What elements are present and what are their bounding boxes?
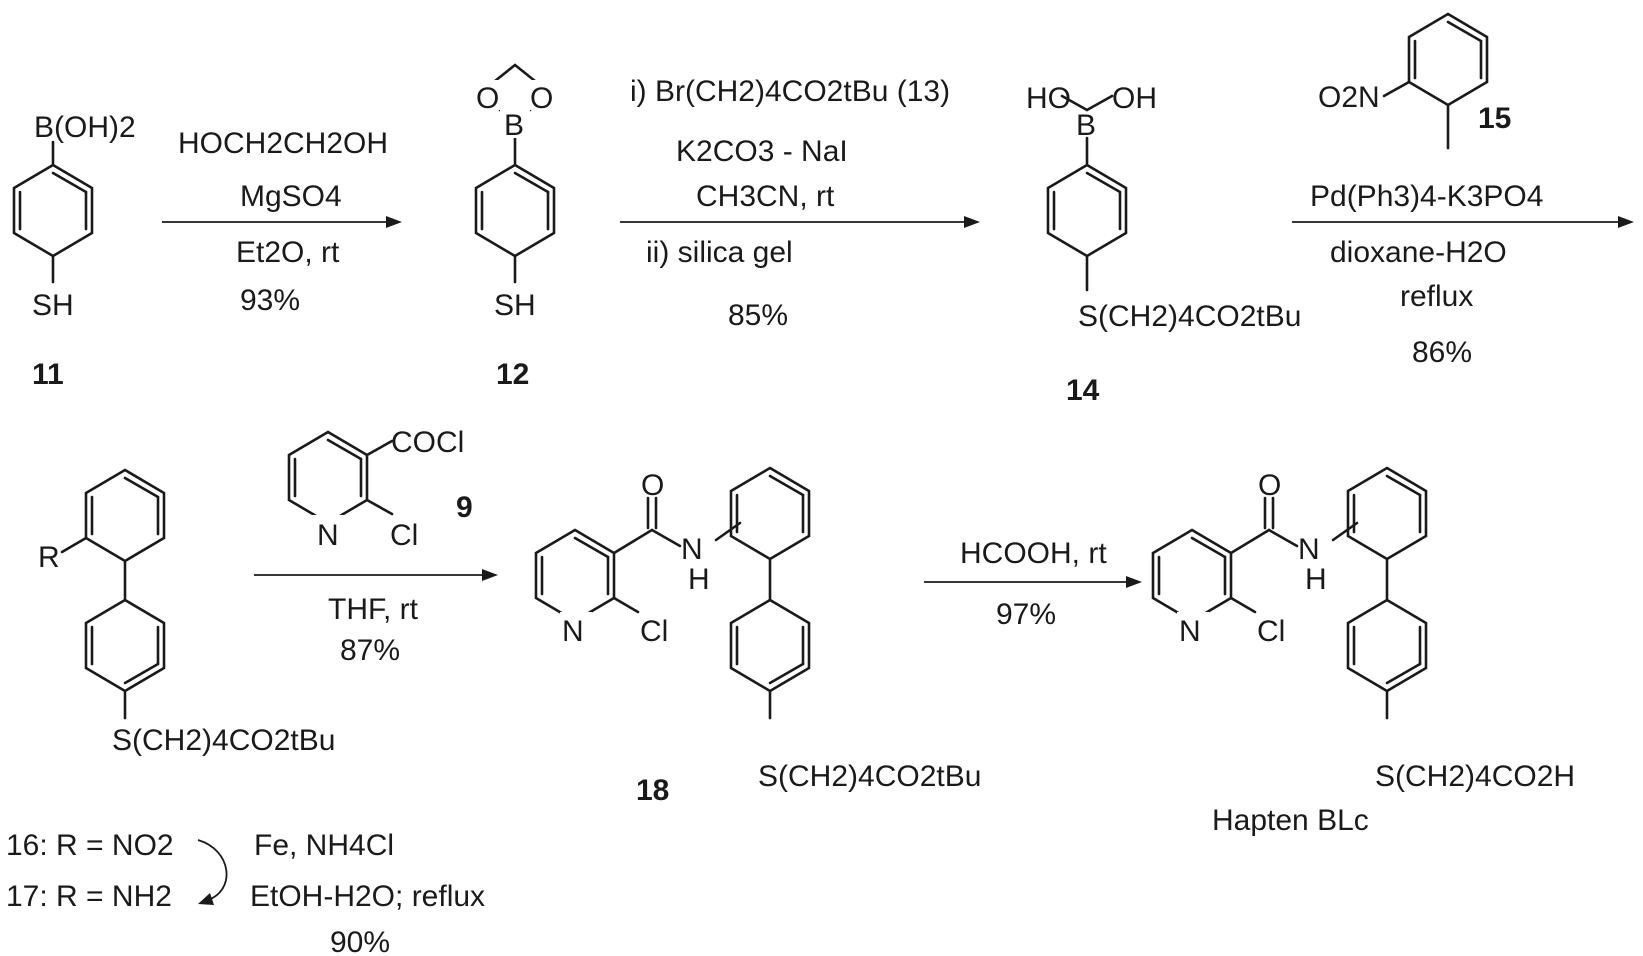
amide-hydrogen: H [1305, 563, 1327, 596]
boronic-hydroxyl-right: OH [1112, 82, 1157, 115]
dioxaborolane-oxygen-right: O [530, 82, 553, 115]
step-1-solvent: Et2O, rt [236, 236, 340, 269]
compound-11-label: 11 [32, 358, 64, 391]
boronic-hydroxyl-left: HO [1026, 82, 1071, 115]
carbonyl-oxygen: O [1258, 469, 1281, 502]
step-3-solvent: dioxane-H2O [1330, 236, 1507, 269]
compound-14: HO OH B S(CH2)4CO2tBu 14 [1026, 82, 1301, 407]
step-6: 16: R = NO2 17: R = NH2 Fe, NH4Cl EtOH-H… [6, 829, 485, 956]
definition-16-number: 16 [6, 829, 39, 862]
step-2: i) Br(CH2)4CO2tBu (13) K2CO3 - NaI CH3CN… [620, 75, 980, 332]
amide-nitrogen: N [681, 533, 703, 566]
thioether-chain: S(CH2)4CO2tBu [1078, 300, 1301, 333]
compound-12-label: 12 [496, 358, 529, 391]
step-4-yield: 87% [340, 634, 400, 667]
compound-18: O N H N Cl S(CH2)4CO2tBu 18 [534, 466, 981, 807]
step-2-solvent: CH3CN, rt [696, 180, 835, 213]
thioether-chain: S(CH2)4CO2tBu [112, 724, 335, 757]
step-1-reagent-2: MgSO4 [240, 180, 342, 213]
boronic-acid-group: B(OH)2 [34, 111, 136, 144]
step-2-reagent-1: i) Br(CH2)4CO2tBu (13) [630, 75, 950, 108]
step-2-yield: 85% [728, 299, 788, 332]
step-4: THF, rt 87% [254, 569, 498, 667]
definition-16: 16: R = NO2 [6, 829, 174, 862]
step-6-solvent: EtOH-H2O; reflux [250, 880, 485, 913]
compound-12: O O B SH 12 [474, 63, 557, 391]
pyridine-nitrogen: N [562, 615, 584, 648]
boron-atom: B [1076, 109, 1096, 142]
step-3: Pd(Ph3)4-K3PO4 dioxane-H2O reflux 86% [1292, 180, 1634, 369]
chloro-substituent: Cl [390, 519, 418, 552]
thiol-group: SH [494, 289, 536, 322]
compound-18-label: 18 [636, 774, 669, 807]
step-1-yield: 93% [240, 284, 300, 317]
acyl-chloride-group: COCl [391, 426, 464, 459]
hapten-blc-label: Hapten BLc [1212, 804, 1369, 837]
definition-17-number: 17 [6, 880, 39, 913]
definition-17: 17: R = NH2 [6, 880, 172, 913]
step-4-solvent: THF, rt [328, 593, 419, 626]
nitro-group: O2N [1318, 81, 1380, 114]
thioether-chain: S(CH2)4CO2tBu [758, 760, 981, 793]
step-3-catalyst: Pd(Ph3)4-K3PO4 [1310, 180, 1543, 213]
chloro-substituent: Cl [1257, 615, 1285, 648]
step-5-reagent: HCOOH, rt [960, 537, 1107, 570]
r-substituent: R [38, 541, 60, 574]
step-1-reagent-1: HOCH2CH2OH [178, 127, 388, 160]
boron-atom: B [504, 109, 524, 142]
carbonyl-oxygen: O [641, 469, 664, 502]
step-5: HCOOH, rt 97% [924, 537, 1142, 631]
thiol-group: SH [32, 289, 74, 322]
step-2-reagent-3: ii) silica gel [646, 236, 793, 269]
step-3-condition: reflux [1400, 280, 1473, 313]
amide-hydrogen: H [688, 563, 710, 596]
definition-16-text: : R = NO2 [39, 829, 173, 862]
pyridine-nitrogen: N [1179, 615, 1201, 648]
compound-14-label: 14 [1066, 374, 1100, 407]
thioether-acid-chain: S(CH2)4CO2H [1375, 760, 1575, 793]
step-1: HOCH2CH2OH MgSO4 Et2O, rt 93% [162, 127, 402, 317]
step-5-yield: 97% [996, 598, 1056, 631]
step-6-reagent: Fe, NH4Cl [254, 829, 394, 862]
amide-nitrogen: N [1298, 533, 1320, 566]
step-6-yield: 90% [330, 926, 390, 956]
chloro-substituent: Cl [640, 615, 668, 648]
compound-hapten-blc: O N H N Cl S(CH2)4CO2H Hapten BLc [1151, 466, 1575, 837]
compound-11: B(OH)2 SH 11 [12, 111, 136, 391]
step-2-reagent-2: K2CO3 - NaI [676, 135, 848, 168]
pyridine-nitrogen: N [317, 519, 339, 552]
compound-15: O2N 15 [1318, 12, 1511, 150]
compound-16-17: R S(CH2)4CO2tBu [38, 468, 335, 757]
definition-17-text: : R = NH2 [39, 880, 172, 913]
compound-9: COCl N Cl 9 [287, 426, 473, 552]
compound-15-label: 15 [1478, 102, 1511, 135]
compound-9-label: 9 [456, 491, 473, 524]
dioxaborolane-oxygen-left: O [476, 82, 499, 115]
step-3-yield: 86% [1412, 336, 1472, 369]
